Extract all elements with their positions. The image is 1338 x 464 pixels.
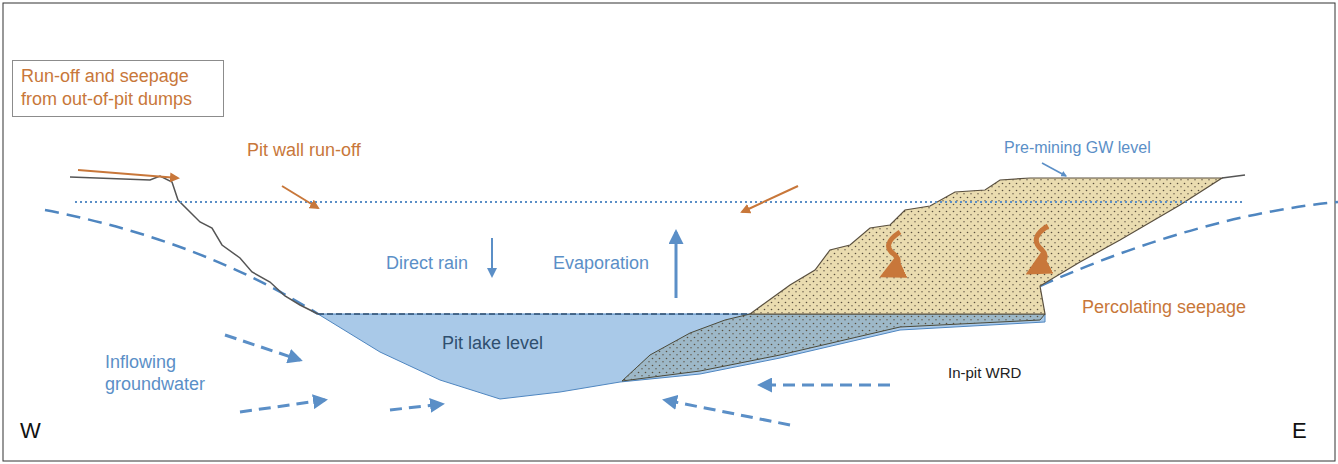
gw-drawdown-left	[45, 210, 318, 314]
saturated-wrd	[622, 314, 1045, 381]
saturated-wrd-stipple	[622, 314, 1045, 381]
wrd-label: In-pit WRD	[948, 364, 1021, 382]
seepage-arrow	[1030, 226, 1048, 272]
frame	[3, 3, 1335, 461]
rain-label: Direct rain	[386, 253, 468, 275]
lake-label: Pit lake level	[442, 333, 543, 355]
gw-inflow-arrows	[225, 335, 890, 425]
runoff-arrow	[282, 186, 318, 208]
rain-arrow	[491, 238, 493, 276]
pit-lake	[318, 314, 1045, 399]
leader-arrow	[1042, 163, 1066, 176]
gw-level-label: Pre-mining GW level	[1004, 138, 1151, 157]
ground-surface	[1222, 175, 1245, 178]
pre-mining-gw-line	[75, 201, 1245, 203]
evaporation-label: Evaporation	[553, 253, 649, 275]
runoff-arrow	[742, 186, 798, 212]
seepage-label: Percolating seepage	[1082, 297, 1246, 319]
evaporation-arrow	[675, 232, 678, 298]
in-pit-wrd-stipple	[750, 178, 1222, 314]
seepage-arrow	[884, 232, 900, 275]
in-pit-wrd	[750, 178, 1222, 314]
pit-wall	[70, 176, 318, 314]
callout-box: Run-off and seepage from out-of-pit dump…	[12, 60, 224, 117]
runoff-label: Pit wall run-off	[247, 140, 361, 162]
compass-label: E	[1292, 418, 1307, 444]
lake-surface	[318, 313, 750, 315]
compass-label: W	[20, 418, 41, 444]
groundwater-label: Inflowing groundwater	[105, 352, 220, 395]
box-text: Run-off and seepage from out-of-pit dump…	[21, 65, 215, 112]
runoff-arrow	[78, 170, 178, 178]
